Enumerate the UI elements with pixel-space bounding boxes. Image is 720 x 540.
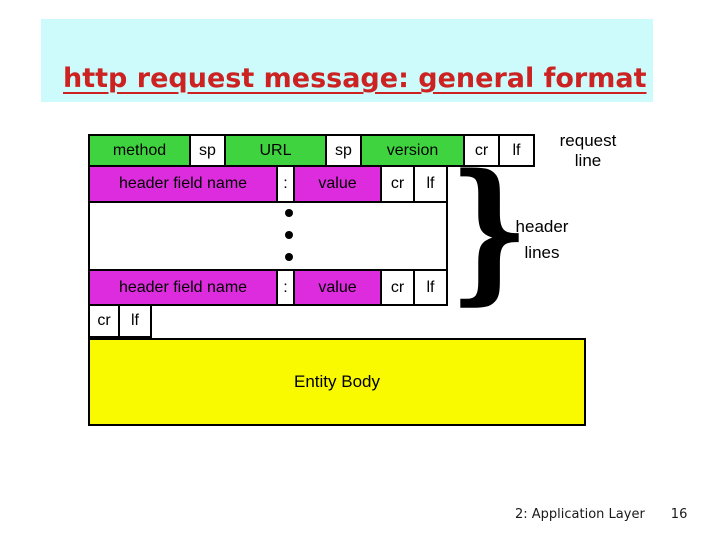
- cell-cr: cr: [465, 134, 500, 167]
- request-line-label-line1: request: [559, 131, 617, 150]
- cell-lf: lf: [415, 269, 448, 306]
- request-line-label: request line: [543, 131, 633, 171]
- slide-title: http request message: general format: [63, 63, 647, 94]
- cell-lf: lf: [120, 304, 152, 338]
- crlf-row: cr lf: [88, 304, 152, 338]
- cell-colon: :: [278, 165, 295, 203]
- cell-header-field-name: header field name: [88, 269, 278, 306]
- cell-value: value: [295, 165, 382, 203]
- header-lines-label-line2: lines: [524, 243, 560, 262]
- cell-sp: sp: [327, 134, 362, 167]
- entity-body-label: Entity Body: [294, 372, 380, 391]
- cell-sp: sp: [191, 134, 226, 167]
- request-line-row: method sp URL sp version cr lf: [88, 134, 535, 167]
- ellipsis-dot: [285, 209, 293, 217]
- header-row-top: header field name : value cr lf: [88, 165, 448, 203]
- ellipsis-dot: [285, 231, 293, 239]
- cell-lf: lf: [415, 165, 448, 203]
- cell-url: URL: [226, 134, 327, 167]
- entity-body-box: Entity Body: [88, 338, 586, 426]
- header-row-bottom: header field name : value cr lf: [88, 269, 448, 306]
- request-line-label-line2: line: [574, 151, 602, 170]
- header-lines-label-line1: header: [515, 217, 569, 236]
- cell-lf: lf: [500, 134, 535, 167]
- ellipsis-dots: [285, 209, 293, 261]
- cell-method: method: [88, 134, 191, 167]
- cell-value: value: [295, 269, 382, 306]
- footer-section-label: 2: Application Layer: [515, 507, 645, 522]
- title-band: http request message: general format: [41, 19, 653, 102]
- curly-brace: }: [449, 140, 530, 319]
- ellipsis-dot: [285, 253, 293, 261]
- cell-colon: :: [278, 269, 295, 306]
- slide-footer: 2: Application Layer 16: [515, 507, 687, 522]
- footer-page-number: 16: [670, 507, 688, 522]
- header-lines-label: header lines: [498, 214, 586, 266]
- cell-header-field-name: header field name: [88, 165, 278, 203]
- cell-cr: cr: [382, 269, 415, 306]
- cell-cr: cr: [88, 304, 120, 338]
- ellipsis-box: [88, 201, 448, 271]
- cell-cr: cr: [382, 165, 415, 203]
